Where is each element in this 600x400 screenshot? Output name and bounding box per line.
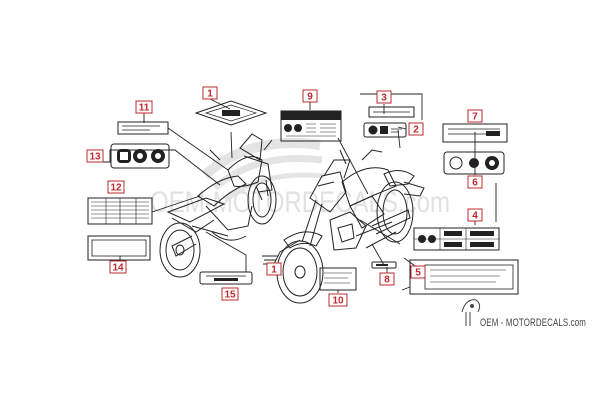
oem-motordecals-logo: OEM - MOTORDECALS.com bbox=[461, 299, 586, 329]
svg-text:14: 14 bbox=[112, 263, 124, 274]
svg-text:OEM - MOTORDECALS.com: OEM - MOTORDECALS.com bbox=[480, 317, 586, 329]
decal-1-diamond bbox=[194, 100, 268, 126]
svg-text:11: 11 bbox=[139, 103, 150, 114]
svg-text:5: 5 bbox=[415, 268, 421, 279]
svg-text:13: 13 bbox=[89, 152, 101, 163]
motorcycle-rear-view bbox=[159, 133, 277, 278]
motorcycle-front-view bbox=[276, 149, 425, 304]
callout-1-top: 1 bbox=[202, 86, 218, 100]
decal-parts bbox=[87, 100, 519, 295]
callout-13: 13 bbox=[86, 149, 104, 163]
svg-text:6: 6 bbox=[472, 178, 478, 189]
callout-11: 11 bbox=[135, 100, 153, 114]
callout-4: 4 bbox=[467, 208, 483, 222]
callouts: 11 13 12 14 1 15 9 1 bbox=[86, 86, 483, 307]
front-wheel bbox=[247, 175, 277, 225]
decal-13 bbox=[110, 143, 170, 169]
svg-text:10: 10 bbox=[332, 296, 344, 307]
callout-14: 14 bbox=[109, 260, 127, 274]
svg-text:15: 15 bbox=[224, 290, 236, 301]
callout-8: 8 bbox=[379, 272, 395, 286]
decal-12 bbox=[87, 197, 153, 225]
callout-7: 7 bbox=[467, 109, 483, 123]
rear-wheel-right bbox=[376, 181, 414, 243]
decal-4 bbox=[413, 227, 500, 251]
decal-10 bbox=[319, 267, 357, 291]
svg-text:1: 1 bbox=[271, 265, 277, 276]
svg-text:8: 8 bbox=[384, 275, 390, 286]
decal-2 bbox=[363, 122, 407, 138]
callout-10: 10 bbox=[328, 293, 348, 307]
decal-3 bbox=[368, 106, 415, 118]
svg-text:1: 1 bbox=[207, 89, 213, 100]
callout-5: 5 bbox=[410, 265, 426, 279]
front-wheel-right bbox=[276, 240, 324, 304]
callout-9: 9 bbox=[302, 89, 318, 103]
helmet-rider-icon bbox=[461, 299, 481, 326]
decal-8 bbox=[371, 261, 397, 269]
decal-6 bbox=[443, 151, 505, 175]
background-watermark: OEM-MOTORDECALS.com bbox=[150, 138, 450, 219]
decal-5 bbox=[409, 259, 519, 295]
decal-9 bbox=[280, 110, 342, 142]
decal-14 bbox=[87, 235, 151, 261]
svg-text:2: 2 bbox=[413, 125, 419, 136]
svg-text:4: 4 bbox=[472, 211, 478, 222]
callout-1-bottom: 1 bbox=[266, 262, 282, 276]
callout-2: 2 bbox=[408, 122, 424, 136]
decal-11 bbox=[117, 121, 169, 135]
svg-text:9: 9 bbox=[307, 92, 313, 103]
decal-15 bbox=[199, 271, 253, 285]
decal-1-fork bbox=[262, 255, 278, 261]
decal-7 bbox=[442, 123, 508, 143]
callout-12: 12 bbox=[107, 180, 125, 194]
callout-3: 3 bbox=[376, 90, 392, 104]
svg-text:7: 7 bbox=[472, 112, 478, 123]
callout-15: 15 bbox=[221, 287, 239, 301]
svg-text:12: 12 bbox=[110, 183, 122, 194]
callout-6: 6 bbox=[467, 175, 483, 189]
svg-text:3: 3 bbox=[381, 93, 387, 104]
